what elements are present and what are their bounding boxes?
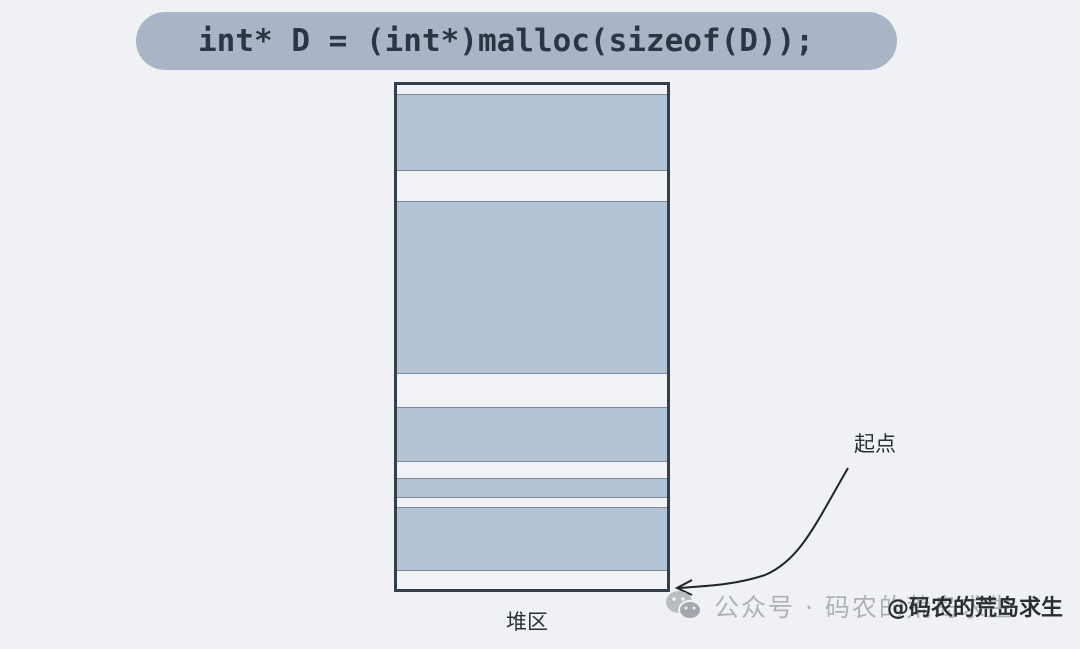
watermark-handle: @码农的荒岛求生 <box>887 596 1064 621</box>
heap-block-allocated <box>397 407 667 462</box>
heap-label: 堆区 <box>506 610 548 634</box>
code-line: int* D = (int*)malloc(sizeof(D)); <box>198 23 814 59</box>
heap-block-allocated <box>397 94 667 171</box>
code-banner: int* D = (int*)malloc(sizeof(D)); <box>136 12 897 70</box>
watermark: 公众号 · 码农的荒岛求生 <box>664 588 1014 624</box>
heap-block-allocated <box>397 478 667 498</box>
heap-block-allocated <box>397 201 667 374</box>
wechat-icon <box>666 591 702 620</box>
start-point-label: 起点 <box>854 432 896 456</box>
watermark-faded-text: 公众号 · 码农的荒岛求生 <box>714 593 1014 622</box>
heap-block-allocated <box>397 507 667 571</box>
heap-memory-box <box>394 82 670 592</box>
